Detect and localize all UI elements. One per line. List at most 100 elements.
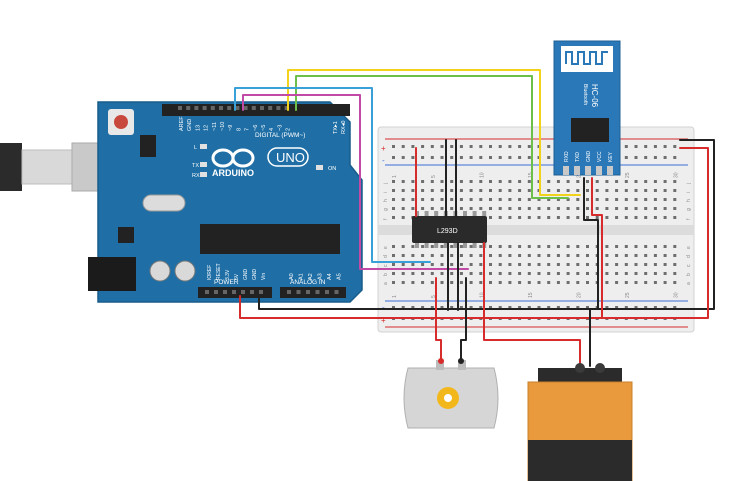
digital-header [162,104,350,116]
row-letter: a [383,282,389,285]
digital-pin-label: ~9 [228,125,234,131]
bt-pin-label: RXD [564,151,570,162]
analog-pin-label: A5 [337,273,343,280]
digital-pin-label: 13 [195,125,201,131]
rail-plus-top: + [381,144,386,153]
capacitor [174,260,196,282]
row-letter: h [686,199,692,202]
ic-label: L293D [437,228,458,235]
column-number: 5 [431,175,437,178]
row-letter: c [383,264,389,267]
row-letter: i [383,192,389,193]
breadboard-column-numbers: 115510101515202025253030 [392,172,679,298]
power-pin-label: IOREF [207,265,213,280]
digital-label: DIGITAL (PWM~) [255,132,305,139]
tx-led [200,162,207,167]
analog-pin-label: A4 [327,273,333,280]
capacitor [149,260,171,282]
wires [234,69,715,367]
battery-9v [527,363,633,481]
row-letter: e [686,246,692,249]
digital-pin-label: ~5 [261,125,267,131]
rail-minus-top: - [382,156,385,165]
l-label: L [194,145,197,151]
on-label: ON [328,166,336,172]
row-letter: e [383,246,389,249]
digital-pin-label: ~11 [212,122,218,131]
row-letter: j [383,183,389,185]
wire-black-gnd [258,295,701,310]
l293d-ic: L293D [412,211,487,248]
wire-blue [234,87,431,263]
digital-pin-label: 8 [236,128,242,131]
antenna-trace-icon [565,51,608,65]
column-number: 1 [392,295,398,298]
power-pin-label: 5V [234,273,240,280]
column-number: 30 [673,292,679,298]
microcontroller-chip [200,224,340,254]
bt-pin-label: TXD [575,152,581,162]
power-pin-label: GND [243,269,249,281]
row-letter: i [686,192,692,193]
digital-pin-label: AREF [179,116,185,131]
rx-led [200,172,207,177]
row-letter: d [383,255,389,258]
txrx-pin-label: RX◂0 [341,121,347,134]
arduino-brand: ARDUINO [212,168,254,178]
row-letter: f [383,218,389,220]
wire-red-5v [239,295,701,319]
digital-pin-label: ~6 [253,125,259,131]
arduino-board: ARDUINO UNO DIGITAL (PWM~) POWER ANALOG … [88,101,363,303]
column-number: 15 [528,172,534,178]
power-pin-label: GND [252,269,258,281]
wire-motor-black [460,277,467,363]
digital-pin-label: ~10 [220,122,226,131]
column-number: 30 [673,172,679,178]
row-letter: b [383,273,389,276]
l-led [200,144,207,149]
digital-pin-label: 4 [269,128,275,131]
analog-pin-label: A2 [308,273,314,280]
on-led [316,165,323,170]
voltage-regulator [118,227,134,243]
wire-bt-gnd-black [583,177,599,310]
arduino-logo-icon [211,148,255,168]
power-pin-label: RESET [216,263,222,280]
breadboard-holes [392,145,677,320]
row-letter: j [686,183,692,185]
analog-pin-label: A0 [289,273,295,280]
row-letter: a [686,282,692,285]
wire-red-right [679,147,709,319]
wire-motor-red [435,277,442,363]
power-jack [88,257,136,291]
dc-motor [403,358,499,429]
icsp-header [140,135,156,157]
column-number: 10 [479,292,485,298]
wire-battery-red [483,317,581,367]
row-letter: h [383,199,389,202]
digital-pin-label: GND [187,119,193,131]
digital-pin-label: 12 [204,125,210,131]
rail-plus-bottom: + [381,316,386,325]
digital-pin-label: 2 [286,128,292,131]
analog-pin-label: A1 [299,273,305,280]
wire-yellow [287,69,581,196]
row-letter: c [686,264,692,267]
tx-label: TX [192,163,199,169]
row-letter: d [686,255,692,258]
crystal [142,194,186,212]
row-letter: g [383,208,389,211]
analog-label: ANALOG IN [290,279,326,286]
rx-label: RX [192,173,200,179]
analog-header [280,287,346,298]
wire-bt-vcc-red [591,177,603,319]
rail-minus-bottom: - [382,303,385,312]
row-letter: b [686,273,692,276]
power-label: POWER [214,279,239,286]
